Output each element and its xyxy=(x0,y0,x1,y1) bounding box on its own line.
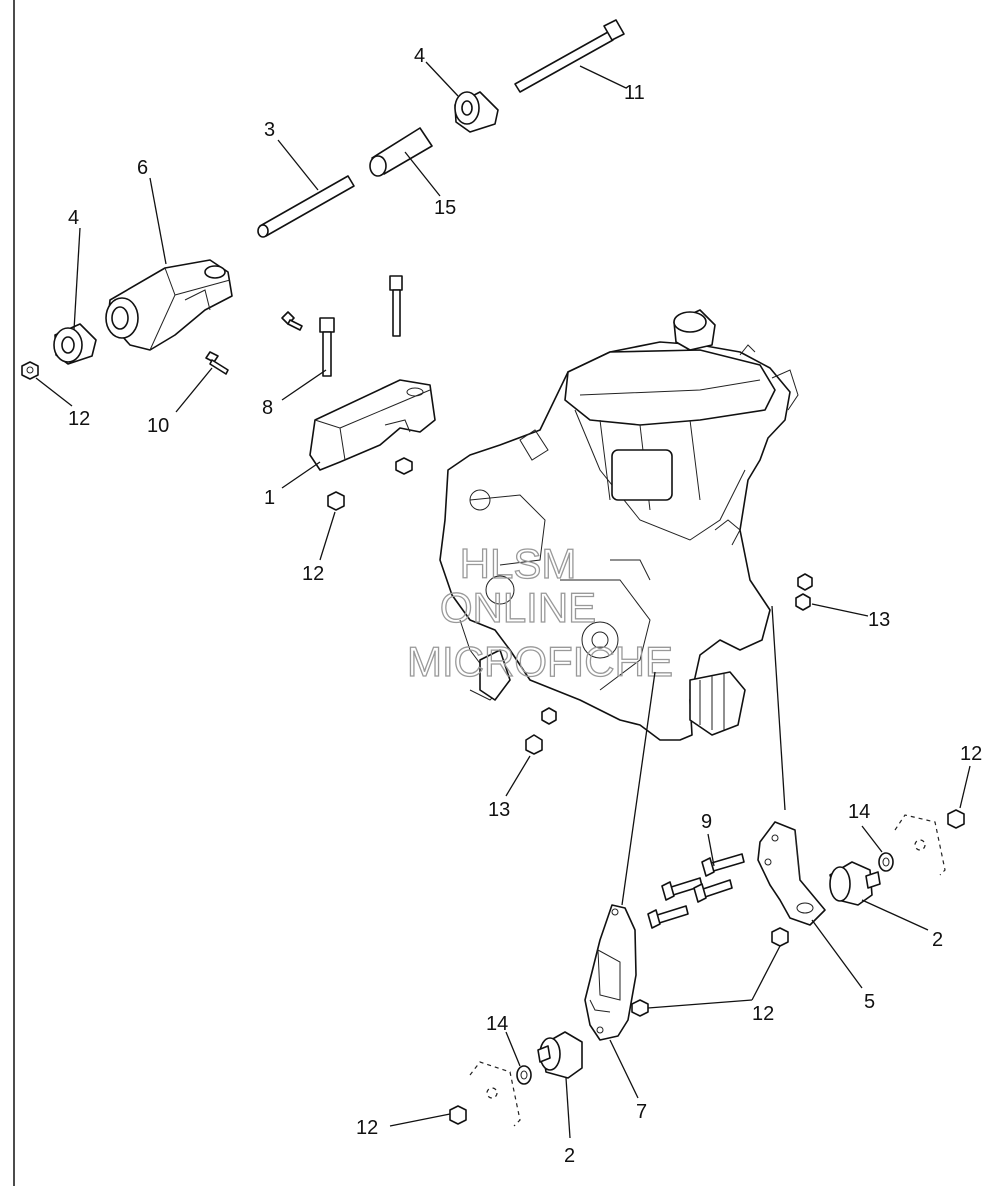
callout-14-left: 14 xyxy=(486,1013,508,1035)
alignment-line-right xyxy=(771,605,786,811)
part-15-sleeve xyxy=(369,127,433,177)
watermark-line-1: HLSM xyxy=(460,540,577,587)
callout-9: 9 xyxy=(701,811,712,833)
part-4-bushing-upper xyxy=(454,91,499,133)
callout-14-right: 14 xyxy=(848,801,870,823)
part-12-nut-bracket xyxy=(395,457,413,475)
callout-12-mount: 12 xyxy=(752,1003,774,1025)
callout-12-left: 12 xyxy=(68,408,90,430)
callout-13-left: 13 xyxy=(488,799,510,821)
callout-2-right: 2 xyxy=(932,929,943,951)
callout-13-right: 13 xyxy=(868,609,890,631)
part-bolt-vertical xyxy=(389,275,403,337)
part-12-nut-mount-right xyxy=(771,927,789,947)
frame-ref-left xyxy=(469,1061,521,1127)
callout-labels: 11 4 3 15 6 4 12 10 8 1 12 13 13 9 14 12… xyxy=(68,45,982,1167)
part-9-bolts xyxy=(647,853,745,929)
part-14-washer-left xyxy=(516,1065,532,1085)
part-1-mount-bracket xyxy=(309,379,436,471)
callout-15: 15 xyxy=(434,197,456,219)
engine-assembly xyxy=(439,309,799,741)
part-4-bushing-lower xyxy=(53,323,97,365)
part-5-engine-mount-plate xyxy=(757,821,826,926)
part-12-nut-mount-left xyxy=(631,999,649,1017)
part-6-torque-arm xyxy=(105,259,233,351)
callout-12-far-right: 12 xyxy=(960,743,982,765)
part-8-bolt xyxy=(319,317,335,377)
part-2-rubber-mount-left xyxy=(537,1031,583,1079)
part-12-nut-bottom-left xyxy=(449,1105,467,1125)
watermark: HLSM ONLINE MICROFICHE xyxy=(406,539,673,685)
callout-6: 6 xyxy=(137,157,148,179)
callout-5: 5 xyxy=(864,991,875,1013)
part-3-pin xyxy=(257,175,355,238)
leader-lines xyxy=(35,61,971,1139)
callout-1: 1 xyxy=(264,487,275,509)
callout-3: 3 xyxy=(264,119,275,141)
callout-10: 10 xyxy=(147,415,169,437)
frame-ref-right xyxy=(894,814,946,876)
alignment-line-left xyxy=(621,671,656,906)
callout-8: 8 xyxy=(262,397,273,419)
callout-11: 11 xyxy=(624,82,645,104)
part-13-nut-pair-left xyxy=(525,707,557,755)
callout-4-left: 4 xyxy=(68,207,79,229)
callout-7: 7 xyxy=(636,1101,647,1123)
callout-4-top: 4 xyxy=(414,45,425,67)
callout-12-bottom-left: 12 xyxy=(356,1117,378,1139)
part-7-engine-mount-plate xyxy=(584,904,637,1041)
part-bolt-small xyxy=(281,311,303,331)
part-11-through-bolt xyxy=(514,19,625,93)
callout-2-left: 2 xyxy=(564,1145,575,1167)
part-12-nut-center xyxy=(327,491,345,511)
watermark-line-3: MICROFICHE xyxy=(407,638,673,685)
part-2-rubber-mount-right xyxy=(829,861,881,906)
frame-ref-right-hole xyxy=(914,839,926,851)
part-12-nut-far-right xyxy=(947,809,965,829)
part-12-nut-left xyxy=(21,361,39,380)
frame-ref-left-hole xyxy=(486,1087,498,1099)
part-10-bolt xyxy=(205,351,229,375)
callout-12-center: 12 xyxy=(302,563,324,585)
part-13-nut-pair-right xyxy=(795,573,813,611)
part-14-washer-right xyxy=(878,852,894,872)
watermark-line-2: ONLINE xyxy=(440,584,596,631)
